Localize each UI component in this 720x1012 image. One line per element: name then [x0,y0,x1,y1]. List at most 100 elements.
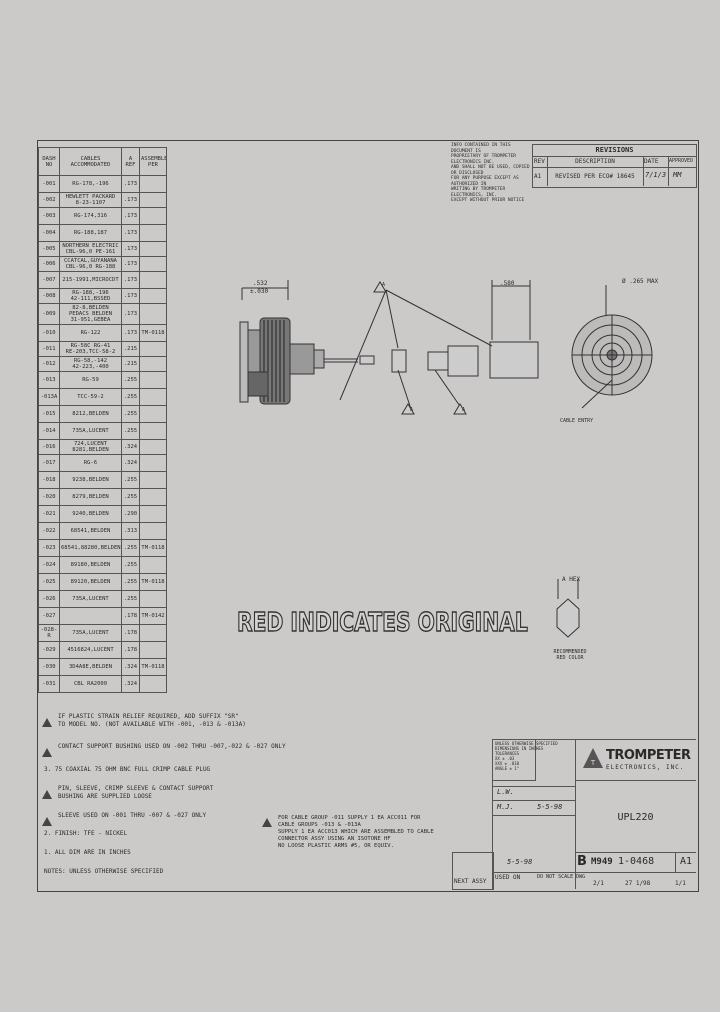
table-cell: RG-58C RG-41 RE-203,TCC-58-2 [59,341,122,357]
table-cell [139,675,167,693]
revisions-title: REVISIONS [595,146,634,154]
part-name: UPL220 [617,812,654,823]
scale-label: DO NOT SCALE DWG [537,874,586,880]
note-text: NOTES: UNLESS OTHERWISE SPECIFIED [44,868,164,875]
table-cell: -015 [38,405,60,423]
table-cell: -017 [38,454,60,472]
table-cell: .215 [121,341,140,357]
table-cell: .173 [121,303,140,325]
table-cell: -010 [38,324,60,342]
table-cell: TM-0118 [139,658,167,676]
table-cell: -005 [38,241,60,257]
table-cell: -024 [38,556,60,574]
table-cell: .255 [121,573,140,591]
table-cell: .290 [121,505,140,523]
table-cell: -008 [38,288,60,304]
table-cell [139,488,167,506]
date-col-header: DATE [644,158,659,165]
revisions-block: REVISIONS REV DESCRIPTION DATE APPROVED … [532,144,697,188]
flag-b: A [410,407,414,413]
note-text: 3. 75 COAXIAL 75 OHM BNC FULL CRIMP CABL… [44,766,211,773]
connector-drawing [239,280,653,415]
svg-text:T: T [590,759,596,767]
table-cell: RG-188,187 [59,224,122,242]
revision-date: 7/1/3 [645,171,667,179]
table-cell: .173 [121,241,140,257]
table-cell [139,207,167,225]
drawing-sheet [37,140,699,892]
sheet-number: 1/1 [675,880,686,887]
table-cell: -025 [38,573,60,591]
flag-a: A [382,282,386,288]
table-cell: CCATCAL,GUYANANA CBL-96,0 RG-188 [59,256,122,272]
checked-by: M.J. [497,803,514,811]
header-cell: ASSEMBLE PER [139,147,167,176]
note-text: CONTACT SUPPORT BUSHING USED ON -002 THR… [58,743,286,750]
note-flag-icon [42,784,52,803]
used-on-label: USED ON [495,874,521,881]
table-cell: 68541,BELDEN [59,522,122,540]
table-cell: .215 [121,356,140,372]
table-cell: .178 [121,641,140,659]
table-cell [139,522,167,540]
table-cell [139,256,167,272]
table-cell: -028-R [38,624,60,642]
table-cell: 68541,88280,BELDEN [59,539,122,557]
table-cell: -020 [38,488,60,506]
table-cell: 89180,BELDEN [59,556,122,574]
header-cell: A REF [121,147,140,176]
description-col-header: DESCRIPTION [575,158,615,165]
cable-entry-label: CABLE ENTRY [560,418,594,424]
table-cell: 735A,LUCENT [59,422,122,440]
table-cell: .255 [121,590,140,608]
table-cell: .324 [121,675,140,693]
table-cell: -009 [38,303,60,325]
table-cell: .173 [121,271,140,289]
table-cell: .313 [121,522,140,540]
note-text: 1. ALL DIM ARE IN INCHES [44,849,131,856]
drawn-date: 5-5-98 [507,858,533,866]
title-block: UNLESS OTHERWISE SPECIFIED DIMENSIONS IN… [492,739,696,889]
trompeter-logo-icon: T [583,748,603,768]
revision-letter: A1 [534,173,542,180]
table-cell: -014 [38,422,60,440]
table-cell: .255 [121,556,140,574]
table-cell: 8279,BELDEN [59,488,122,506]
table-cell: .173 [121,256,140,272]
table-cell: .324 [121,439,140,455]
table-cell: 3D4A8E,BELDEN [59,658,122,676]
flag-c: A [462,407,466,413]
table-cell: 82-8,BELDEN PEDACS BELDEN 31-951,GEBEA [59,303,122,325]
table-cell: .173 [121,288,140,304]
table-cell: -001 [38,175,60,193]
table-cell: 735A,LUCENT [59,590,122,608]
table-cell: .255 [121,388,140,406]
note-flag-icon [42,712,52,731]
header-cell: DASH NO [38,147,60,176]
table-cell: .255 [121,539,140,557]
table-cell [139,341,167,357]
table-cell [139,556,167,574]
table-cell: 735A,LUCENT [59,624,122,642]
drawn-by: L.W. [497,788,514,796]
table-cell: .178 [121,624,140,642]
company-name: TROMPETER [606,748,691,763]
table-cell: -013A [38,388,60,406]
table-cell: .173 [121,324,140,342]
next-assy-label: NEXT ASSY [454,878,487,885]
size-letter: B [577,854,587,869]
table-cell: TCC-59-2 [59,388,122,406]
table-cell: 4516824,LUCENT [59,641,122,659]
